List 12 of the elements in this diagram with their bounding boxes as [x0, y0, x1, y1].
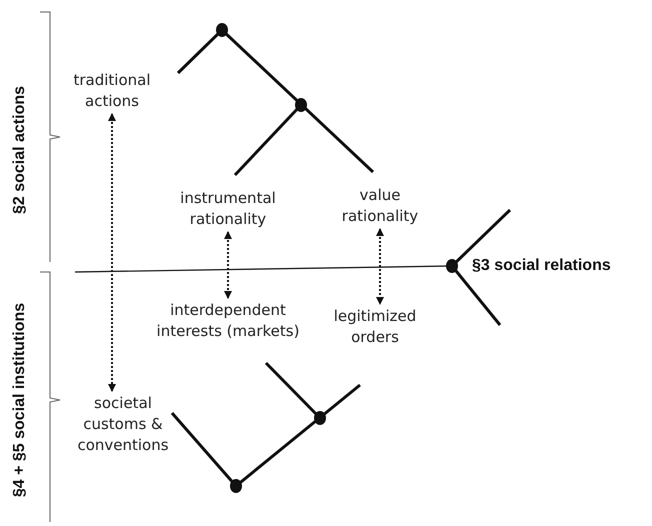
section-label: §3 social relations — [472, 257, 611, 275]
section-label: §4 + §5 social institutions — [11, 302, 30, 498]
node-label: instrumental rationality — [163, 188, 293, 230]
node-label: societal customs & conventions — [68, 393, 178, 456]
double-arrow — [108, 113, 116, 392]
section-label: §2 social actions — [11, 86, 30, 214]
node-label: value rationality — [325, 185, 435, 227]
double-arrow — [224, 231, 232, 299]
node-label: legitimized orders — [320, 306, 430, 348]
double-arrow — [376, 228, 384, 305]
node-label: traditional actions — [62, 70, 162, 112]
node-label: interdependent interests (markets) — [148, 300, 308, 342]
